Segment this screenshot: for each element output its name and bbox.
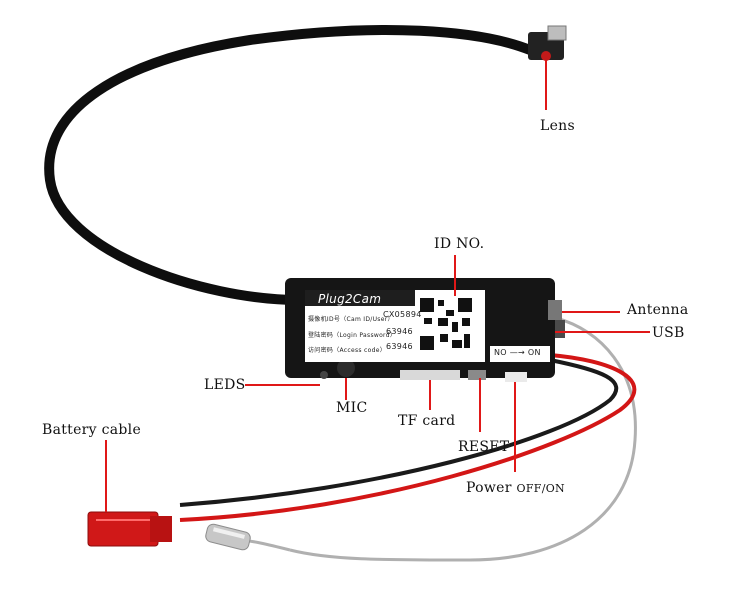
lens-module — [528, 25, 567, 61]
antenna-tube — [205, 523, 251, 551]
camera-board — [285, 278, 565, 382]
label-power-text: Power — [466, 480, 512, 496]
switch-label: NO —→ ON — [494, 348, 541, 357]
label-antenna: Antenna — [627, 302, 689, 318]
sticker-brand: Plug2Cam — [318, 292, 382, 306]
sticker-login-label: 登陆密码（Login Password） — [308, 332, 397, 339]
sticker-access-value: 63946 — [386, 342, 413, 351]
battery-connector — [87, 511, 172, 547]
sticker-cam-id-label: 摄像机ID号（Cam ID/User） — [308, 316, 394, 323]
label-power-states: OFF/ON — [516, 482, 565, 495]
sticker-login-value: 63946 — [386, 327, 413, 336]
label-battery-cable: Battery cable — [42, 422, 142, 438]
label-usb: USB — [652, 325, 685, 341]
wire-black — [179, 358, 619, 507]
label-tf-card: TF card — [398, 413, 456, 429]
sticker-access-label: 访问密码（Access code） — [308, 347, 387, 354]
label-lens: Lens — [540, 118, 575, 134]
callout-lines — [105, 60, 650, 512]
sticker-cam-id-value: CX05894 — [383, 310, 422, 319]
wire-red — [179, 353, 637, 522]
label-reset: RESET — [458, 439, 510, 455]
label-power: Power OFF/ON — [466, 480, 565, 496]
label-leds: LEDS — [204, 377, 246, 393]
label-mic: MIC — [336, 400, 368, 416]
label-id-no: ID NO. — [434, 236, 485, 252]
ribbon-cable — [44, 25, 535, 305]
antenna-wire — [289, 316, 637, 562]
